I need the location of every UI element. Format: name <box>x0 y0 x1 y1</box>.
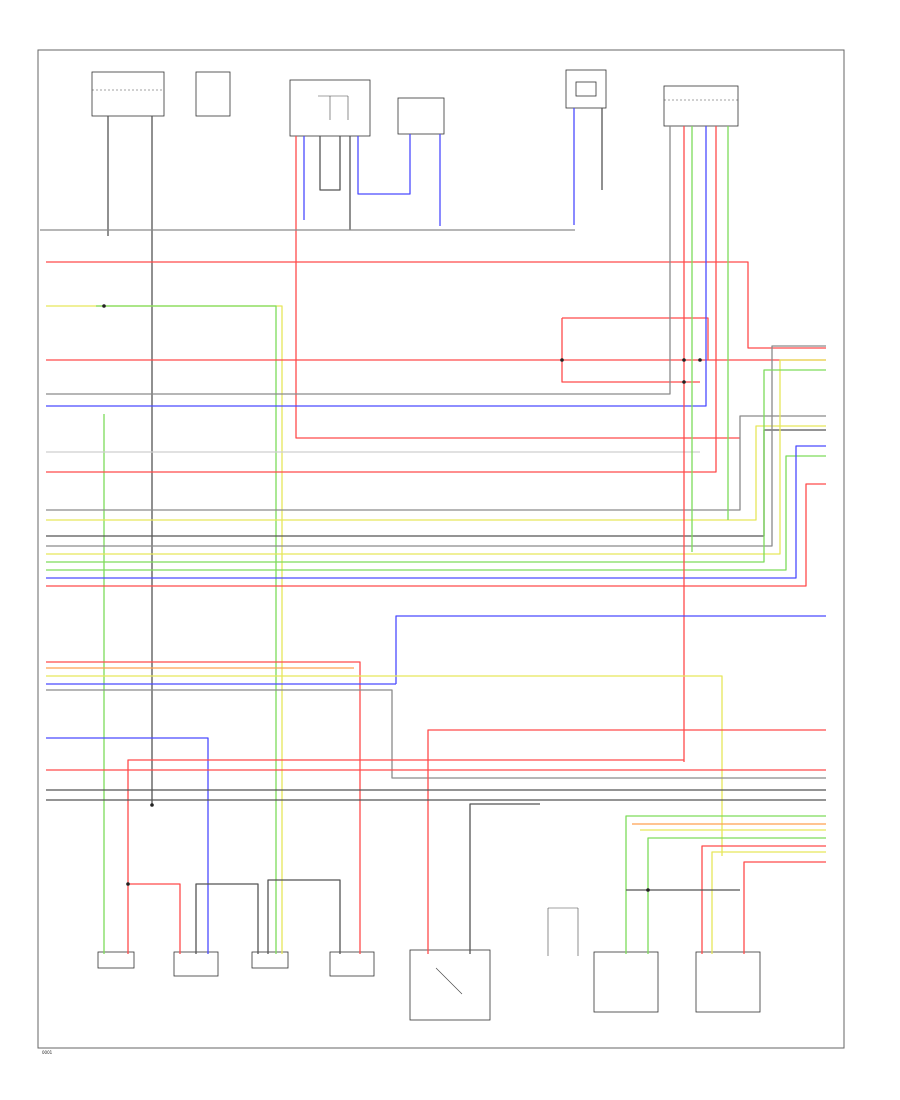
wire-red-2 <box>295 136 740 439</box>
top-relay <box>289 79 445 137</box>
wire-blue-34 <box>395 615 826 684</box>
wire-yellow-52 <box>711 851 826 954</box>
wire-red-43 <box>127 759 684 954</box>
wire-gray-39 <box>46 689 826 779</box>
wire-yellow-12 <box>46 305 283 954</box>
footer-code: 0001 <box>42 1050 53 1055</box>
splice-dot-4 <box>126 882 130 886</box>
wire-yellow-23 <box>46 425 826 521</box>
wire-red-55 <box>128 883 181 954</box>
wire-blue-41 <box>46 737 209 954</box>
bottom-sensor-4 <box>329 951 375 977</box>
wire-red-11 <box>46 261 826 349</box>
wire-green-13 <box>96 305 277 954</box>
wire-red-53 <box>743 861 826 954</box>
wires-layer <box>40 108 826 954</box>
splice-dots-layer <box>102 304 702 892</box>
wire-blue-18 <box>46 126 707 407</box>
bottom-module-1 <box>593 951 659 1013</box>
splice-dot-5 <box>150 803 154 807</box>
wire-red-21 <box>46 126 717 473</box>
wire-red-51 <box>701 845 826 954</box>
diagram-frame <box>37 49 845 1049</box>
fuse-block-box <box>91 71 165 117</box>
bottom-sensor-2 <box>173 951 219 977</box>
top-fuse-unit <box>565 69 607 109</box>
gauge-needle <box>435 967 463 995</box>
wire-red-16 <box>561 318 700 383</box>
wire-dark-56 <box>195 883 259 954</box>
wire-gray-25 <box>46 345 826 547</box>
wire-yellow-26 <box>46 359 826 555</box>
splice-dot-6 <box>102 304 106 308</box>
wire-red-40 <box>427 729 826 954</box>
wire-blue-29 <box>46 445 826 579</box>
top-left-fuse-block <box>91 71 231 117</box>
bottom-components <box>97 907 761 1021</box>
bottom-sensor-1 <box>97 951 135 969</box>
bottom-gauge-box <box>409 949 491 1021</box>
splice-dot-2 <box>682 380 686 384</box>
ecu-connector-box <box>663 85 739 127</box>
splice-dot-7 <box>698 358 702 362</box>
wire-gray-17 <box>46 126 671 395</box>
sensor-module-box <box>397 97 445 135</box>
junction-note-box <box>195 71 231 117</box>
top-right-ecu <box>663 85 739 127</box>
wire-gray-22 <box>46 415 826 511</box>
wire-blue-5 <box>357 134 411 195</box>
splice-dot-1 <box>682 358 686 362</box>
splice-dot-0 <box>560 358 564 362</box>
wire-red-35 <box>46 661 361 954</box>
wire-green-47 <box>625 815 826 954</box>
wire-green-27 <box>46 369 826 563</box>
wire-dark-4 <box>319 136 341 191</box>
wire-yellow-37 <box>46 675 723 856</box>
wire-dark-46 <box>469 803 540 954</box>
wire-green-50 <box>647 837 826 954</box>
bottom-sensor-3 <box>251 951 289 969</box>
wire-red-30 <box>46 483 826 587</box>
fuse-symbol <box>575 81 597 97</box>
splice-dot-3 <box>646 888 650 892</box>
wire-red-15 <box>562 317 709 360</box>
bottom-module-2 <box>695 951 761 1013</box>
wire-green-28 <box>46 455 826 571</box>
wire-dark-57 <box>267 879 341 954</box>
